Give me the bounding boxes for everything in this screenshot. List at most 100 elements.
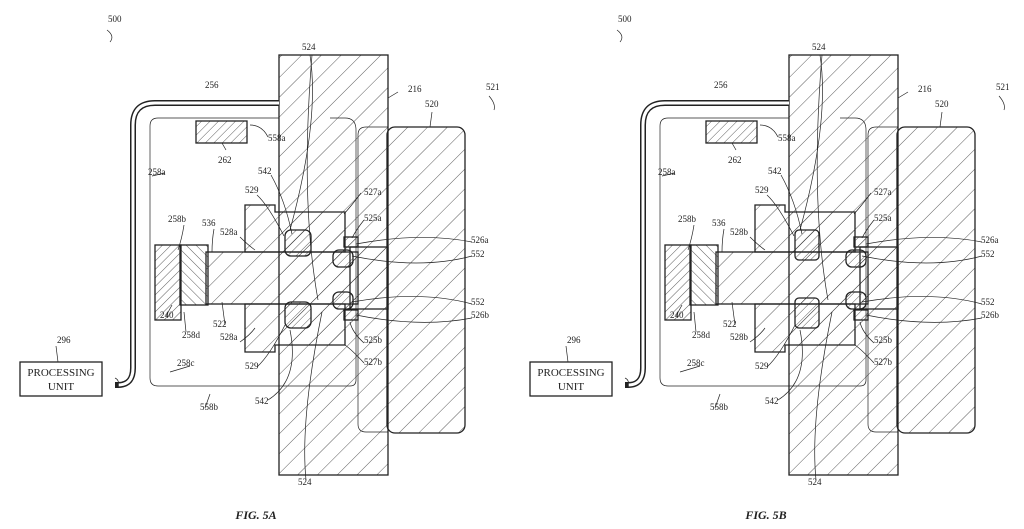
ref-label-552: 552	[471, 297, 485, 307]
ref-label-528a: 528a	[220, 332, 238, 342]
ref-label-527b: 527b	[874, 357, 893, 367]
ref-label-558a: 558a	[778, 133, 796, 143]
ref-label-216: 216	[918, 84, 932, 94]
ref-label-240: 240	[670, 310, 684, 320]
ref-label-520: 520	[935, 99, 949, 109]
bracket-258b	[664, 244, 692, 321]
sensor-262	[705, 120, 758, 144]
ref-label-528b: 528b	[730, 332, 749, 342]
figure-5a	[55, 29, 495, 481]
ref-label-258a: 258a	[148, 167, 166, 177]
circuit-loop-258	[659, 117, 867, 387]
figure-caption: FIG. 5B	[744, 508, 786, 522]
ref-label-296: 296	[567, 335, 581, 345]
sensor-262	[195, 120, 248, 144]
ref-label-525a: 525a	[364, 213, 382, 223]
flex-cable-inner	[117, 101, 279, 387]
ref-label-524: 524	[808, 477, 822, 487]
bracket-240	[689, 244, 719, 306]
ref-label-558b: 558b	[200, 402, 219, 412]
processing-unit-line1: PROCESSING	[27, 367, 94, 379]
ref-label-558b: 558b	[710, 402, 729, 412]
ref-label-524: 524	[298, 477, 312, 487]
ref-label-256: 256	[714, 80, 728, 90]
seal-525b	[343, 309, 359, 321]
ring-528b-upper	[794, 229, 820, 261]
ref-label-527b: 527b	[364, 357, 383, 367]
ring-552-lower	[845, 291, 867, 310]
ref-label-542: 542	[258, 166, 272, 176]
figure-5b	[565, 29, 1005, 481]
ref-label-542: 542	[765, 396, 779, 406]
ref-label-526b: 526b	[471, 310, 490, 320]
cable-tail	[114, 377, 119, 389]
processing-unit-line2: UNIT	[48, 381, 75, 393]
button-cap-520	[386, 126, 466, 434]
ref-label-525b: 525b	[364, 335, 383, 345]
cable-tail	[624, 377, 629, 389]
ref-label-522: 522	[213, 319, 227, 329]
ref-label-522: 522	[723, 319, 737, 329]
ref-label-500: 500	[108, 14, 122, 24]
bearing-housing-upper	[754, 204, 856, 253]
ring-528a-lower	[284, 301, 312, 329]
processing-unit-line1: PROCESSING	[537, 367, 604, 379]
ref-label-529: 529	[755, 361, 769, 371]
ref-label-258b: 258b	[678, 214, 697, 224]
processing-unit-box	[19, 361, 103, 397]
ref-label-527a: 527a	[874, 187, 892, 197]
ref-label-552: 552	[981, 297, 995, 307]
seal-525a	[853, 236, 869, 248]
ring-552-upper	[845, 249, 867, 268]
processing-unit-line2: UNIT	[558, 381, 585, 393]
ring-528b-lower	[794, 297, 820, 329]
ref-label-296: 296	[57, 335, 71, 345]
figure-caption: FIG. 5A	[234, 508, 276, 522]
ref-label-558a: 558a	[268, 133, 286, 143]
ring-552-lower	[332, 291, 354, 310]
ref-label-536: 536	[202, 218, 216, 228]
ref-label-524: 524	[812, 42, 826, 52]
bearing-housing-upper	[244, 204, 346, 253]
shaft-head	[349, 246, 389, 310]
ref-label-529: 529	[245, 361, 259, 371]
ref-label-258b: 258b	[168, 214, 187, 224]
ref-label-527a: 527a	[364, 187, 382, 197]
ref-label-262: 262	[728, 155, 742, 165]
ref-label-262: 262	[218, 155, 232, 165]
ref-label-542: 542	[255, 396, 269, 406]
circuit-loop-258	[149, 117, 357, 387]
leader-lines	[55, 29, 495, 481]
ref-label-526a: 526a	[981, 235, 999, 245]
flex-cable-inner	[627, 101, 789, 387]
ref-label-552: 552	[981, 249, 995, 259]
ref-label-524: 524	[302, 42, 316, 52]
bracket-258b	[154, 244, 182, 321]
ref-label-552: 552	[471, 249, 485, 259]
ref-label-526b: 526b	[981, 310, 1000, 320]
ref-label-258d: 258d	[182, 330, 201, 340]
ref-label-258c: 258c	[687, 358, 705, 368]
ref-label-536: 536	[712, 218, 726, 228]
ref-label-216: 216	[408, 84, 422, 94]
ref-label-258a: 258a	[658, 167, 676, 177]
ref-label-521: 521	[486, 82, 500, 92]
ref-label-528a: 528a	[220, 227, 238, 237]
ref-label-529: 529	[245, 185, 259, 195]
ref-label-240: 240	[160, 310, 174, 320]
ref-label-525b: 525b	[874, 335, 893, 345]
ref-label-521: 521	[996, 82, 1010, 92]
seal-525b	[853, 309, 869, 321]
ring-528a-upper	[284, 229, 312, 257]
ref-label-528b: 528b	[730, 227, 749, 237]
leader-lines	[565, 29, 1005, 481]
ref-label-258d: 258d	[692, 330, 711, 340]
processing-unit-box	[529, 361, 613, 397]
ref-label-526a: 526a	[471, 235, 489, 245]
seal-525a	[343, 236, 359, 248]
button-cap-520	[896, 126, 976, 434]
ref-label-542: 542	[768, 166, 782, 176]
ring-552-upper	[332, 249, 354, 268]
ref-label-256: 256	[205, 80, 219, 90]
